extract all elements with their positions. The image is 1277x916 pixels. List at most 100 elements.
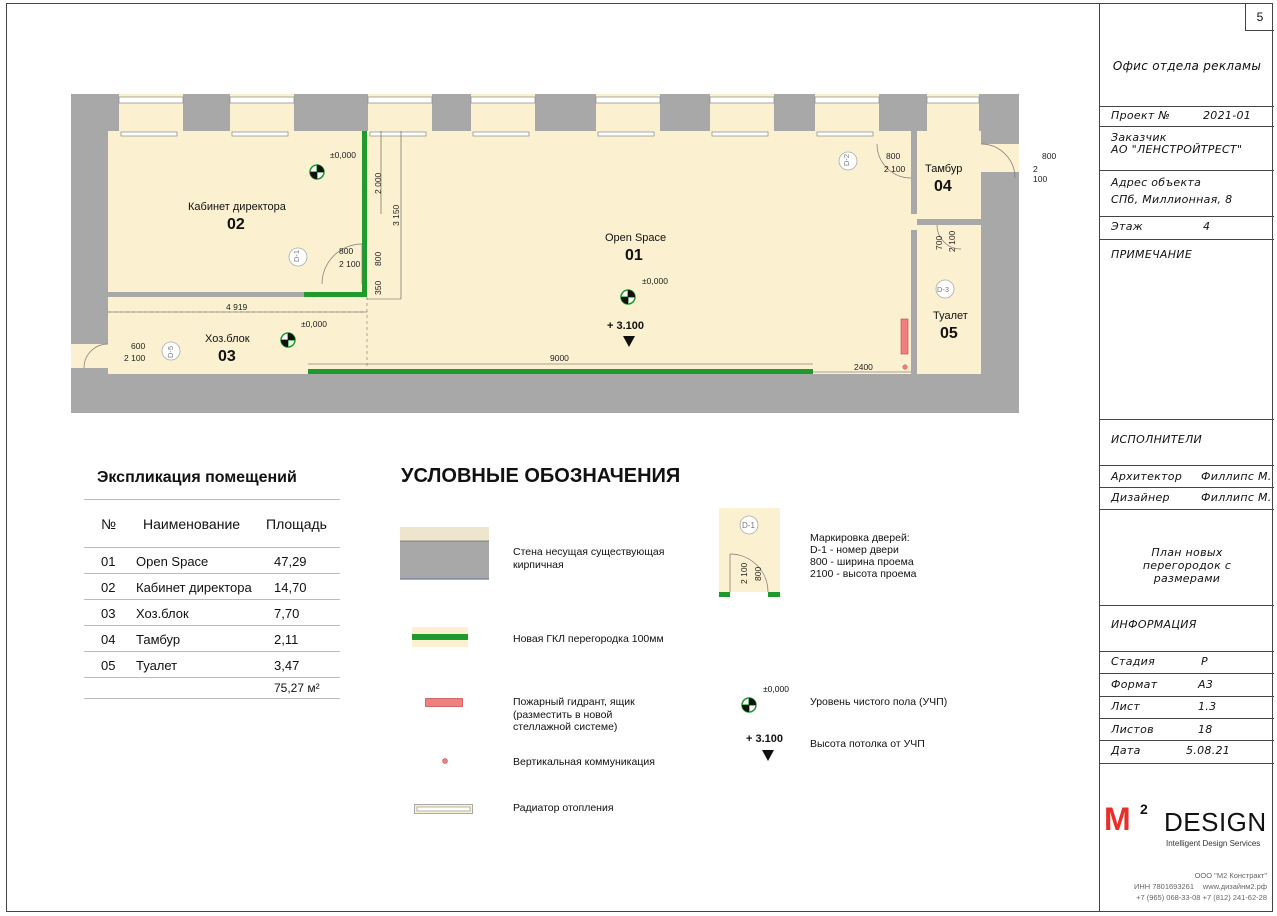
- row-name: Open Space: [136, 554, 209, 569]
- logo-tagline: Intelligent Design Services: [1166, 839, 1261, 848]
- dim-d5-width: 600: [131, 341, 146, 351]
- project-no-label: Проект №: [1111, 109, 1171, 122]
- ceiling-marker-icon: [762, 750, 774, 761]
- title-block: 5 Офис отдела рекламы Проект № 2021-01 З…: [1099, 3, 1274, 912]
- total-area: 75,27 м²: [274, 681, 320, 695]
- row-no: 04: [101, 632, 116, 647]
- room-01-name: Open Space: [605, 232, 667, 244]
- gkl-symbol-icon: [412, 627, 468, 647]
- address-label: Адрес объекта: [1111, 176, 1202, 189]
- dim-350: 350: [373, 280, 383, 295]
- company-name: ООО "М2 Констракт": [1194, 871, 1267, 880]
- dim-d2-width: 800: [886, 151, 901, 161]
- date-value: 5.08.21: [1186, 744, 1231, 757]
- door-d2-label: D-2: [842, 153, 851, 166]
- executors-label: ИСПОЛНИТЕЛИ: [1111, 433, 1203, 446]
- room-05-name: Туалет: [933, 310, 968, 322]
- legend-gkl-text: Новая ГКЛ перегородка 100мм: [513, 633, 664, 645]
- company-inn: ИНН 7801693261: [1134, 882, 1195, 891]
- wall-symbol-icon: [400, 527, 489, 580]
- sheet-number: 5: [1256, 10, 1264, 24]
- info-label: ИНФОРМАЦИЯ: [1111, 618, 1197, 631]
- row-name: Кабинет директора: [136, 580, 252, 595]
- dim-d2-height: 2 100: [884, 164, 906, 174]
- project-name: Офис отдела рекламы: [1112, 59, 1262, 73]
- stage-label: Стадия: [1111, 655, 1156, 668]
- row-no: 05: [101, 658, 116, 673]
- floor-plan: Кабинет директора 02 Open Space 01 Хоз.б…: [71, 94, 1056, 413]
- row-area: 2,11: [274, 632, 299, 647]
- row-area: 3,47: [274, 658, 300, 673]
- dim-d1-width: 800: [339, 246, 354, 256]
- format-value: А3: [1198, 678, 1214, 691]
- legend-radiator-text: Радиатор отопления: [513, 802, 614, 814]
- sheets-label: Листов: [1111, 723, 1154, 736]
- note-label: ПРИМЕЧАНИЕ: [1111, 248, 1193, 261]
- radiator-symbol-icon: [414, 804, 473, 814]
- sheet-number-box: 5: [1245, 3, 1274, 31]
- legend-wall-text: Стена несущая существующая кирпичная: [513, 546, 665, 571]
- dim-d3-height: 2 100: [947, 230, 957, 252]
- architect-value: Филлипс М.: [1201, 470, 1272, 483]
- dim-9000: 9000: [550, 353, 569, 363]
- sheet-value: 1.3: [1198, 700, 1217, 713]
- dim-exit-width: 800: [1042, 151, 1057, 161]
- client-label: Заказчик: [1111, 131, 1167, 144]
- floor-label: Этаж: [1111, 220, 1143, 233]
- table-row: 01 Open Space 47,29: [84, 547, 340, 573]
- sample-door-width: 800: [753, 566, 763, 581]
- level-label: ±0,000: [301, 319, 327, 329]
- format-label: Формат: [1111, 678, 1158, 691]
- hydrant-symbol-icon: [425, 698, 463, 707]
- row-area: 47,29: [274, 554, 307, 569]
- sample-ceiling-label: + 3.100: [746, 733, 784, 745]
- sheet-frame: [6, 3, 1273, 912]
- row-area: 14,70: [274, 580, 307, 595]
- table-row: 05 Туалет 3,47: [84, 651, 340, 677]
- row-no: 02: [101, 580, 116, 595]
- dim-d3-width: 700: [934, 235, 944, 250]
- dim-d1-height: 2 100: [339, 259, 361, 269]
- col-header-name: Наименование: [143, 516, 241, 532]
- legend-title: УСЛОВНЫЕ ОБОЗНАЧЕНИЯ: [401, 465, 681, 487]
- legend-door-line1: D-1 - номер двери: [810, 544, 899, 556]
- sample-door-height: 2 100: [739, 562, 749, 584]
- address-value: СПб, Миллионная, 8: [1111, 193, 1233, 206]
- col-header-no: №: [101, 516, 117, 532]
- room-01-number: 01: [625, 247, 643, 264]
- company-site: www.дизайнм2.рф: [1202, 882, 1267, 891]
- table-row: 04 Тамбур 2,11: [84, 625, 340, 651]
- explication-title: Экспликация помещений: [97, 469, 297, 486]
- date-label: Дата: [1111, 744, 1141, 757]
- legend-door-line3: 2100 - высота проема: [810, 568, 917, 580]
- dim-4919: 4 919: [226, 302, 248, 312]
- floor-level-icon: [741, 697, 757, 713]
- room-03-name: Хоз.блок: [205, 333, 250, 345]
- ceiling-height-label: + 3.100: [607, 320, 645, 332]
- col-header-area: Площадь: [266, 516, 327, 532]
- level-marker-icon: [280, 164, 636, 348]
- table-row: 02 Кабинет директора 14,70: [84, 573, 340, 599]
- legend-vertical-text: Вертикальная коммуникация: [513, 756, 655, 768]
- dim-2400: 2400: [854, 362, 873, 372]
- designer-value: Филлипс М.: [1201, 491, 1272, 504]
- row-no: 01: [101, 554, 116, 569]
- table-row: 03 Хоз.блок 7,70: [84, 599, 340, 625]
- room-03-number: 03: [218, 348, 236, 365]
- level-label: ±0,000: [642, 276, 668, 286]
- legend-door-line2: 800 - ширина проема: [810, 556, 914, 568]
- legend-hydrant-text: Пожарный гидрант, ящик (разместить в нов…: [513, 696, 635, 733]
- row-area: 7,70: [274, 606, 300, 621]
- drawing-title: План новых перегородок с размерами: [1142, 546, 1232, 585]
- logo-m: M: [1104, 801, 1131, 837]
- dim-2000: 2 000: [373, 172, 383, 194]
- dim-800: 800: [373, 251, 383, 266]
- project-no-value: 2021-01: [1203, 109, 1252, 122]
- sheet-label: Лист: [1111, 700, 1141, 713]
- architect-label: Архитектор: [1111, 470, 1183, 483]
- row-name: Хоз.блок: [136, 606, 189, 621]
- room-02-name: Кабинет директора: [188, 201, 286, 213]
- row-name: Тамбур: [136, 632, 181, 647]
- floor-value: 4: [1203, 220, 1211, 233]
- row-no: 03: [101, 606, 116, 621]
